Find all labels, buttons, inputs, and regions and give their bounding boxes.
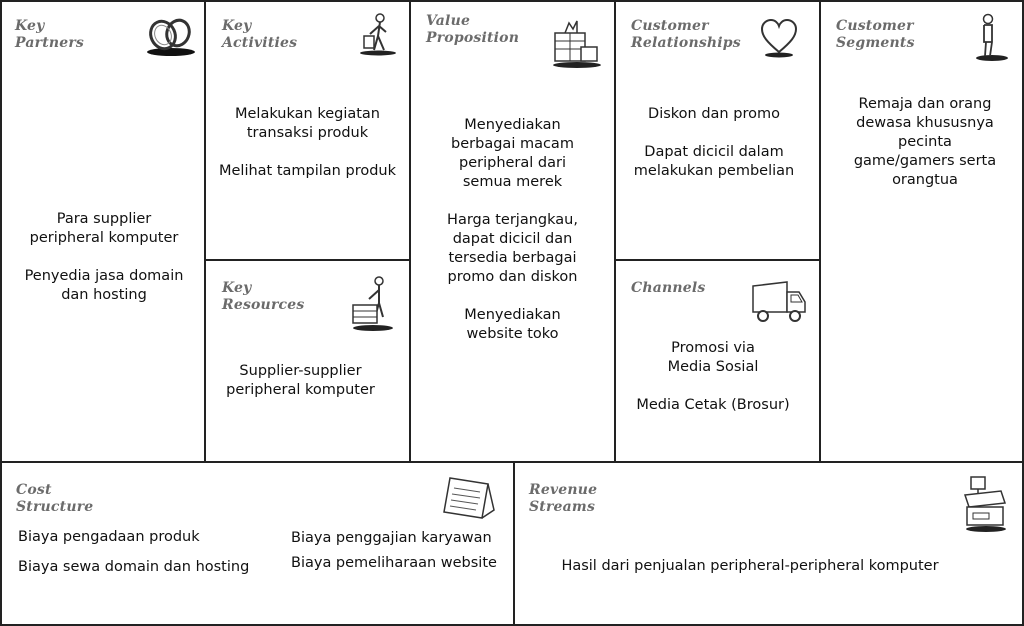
block-title-customer-relationships: Customer Relationships bbox=[631, 18, 741, 51]
block-body-customer-segments: Remaja dan orang dewasa khususnya pecint… bbox=[829, 95, 1021, 190]
block-body-revenue-streams: Hasil dari penjualan peripheral-peripher… bbox=[517, 557, 983, 576]
cost-structure-item: Biaya pemeliharaan website bbox=[291, 555, 497, 571]
block-key-resources: Key Resources Supplier-supplier peripher… bbox=[204, 259, 411, 463]
channels-item: Media Cetak (Brosur) bbox=[636, 397, 790, 413]
block-body-customer-relationships: Diskon dan promo Dapat dicicil dalam mel… bbox=[618, 105, 810, 181]
truck-icon bbox=[749, 278, 809, 326]
block-body-value-proposition: Menyediakan berbagai macam peripheral da… bbox=[413, 116, 612, 344]
receipt-icon bbox=[440, 474, 498, 522]
block-body-key-partners: Para supplier peripheral komputer Penyed… bbox=[4, 210, 204, 305]
block-customer-relationships: Customer Relationships Diskon dan promo … bbox=[614, 0, 821, 262]
customer-relationships-item: Dapat dicicil dalam melakukan pembelian bbox=[633, 144, 795, 179]
block-title-customer-segments: Customer Segments bbox=[836, 18, 915, 51]
block-body-key-activities: Melakukan kegiatan transaksi produk Meli… bbox=[208, 105, 407, 181]
block-key-partners: Key Partners Para supplier peripheral ko… bbox=[0, 0, 206, 463]
block-value-proposition: Value Proposition Menyediakan berbagai m… bbox=[409, 0, 616, 463]
value-proposition-item: Menyediakan berbagai macam peripheral da… bbox=[451, 117, 574, 190]
worker-icon bbox=[356, 12, 402, 56]
key-partners-item: Penyedia jasa domain dan hosting bbox=[24, 268, 184, 303]
cash-register-icon bbox=[961, 473, 1011, 533]
block-channels: Channels Promosi via Media Sosial Media … bbox=[614, 259, 821, 463]
block-title-channels: Channels bbox=[631, 280, 706, 296]
value-proposition-item: Menyediakan website toko bbox=[464, 307, 561, 342]
customer-segments-item: Remaja dan orang dewasa khususnya pecint… bbox=[853, 96, 997, 188]
block-cost-structure: Cost Structure Biaya pengadaan produk Bi… bbox=[0, 461, 515, 626]
revenue-streams-item: Hasil dari penjualan peripheral-peripher… bbox=[561, 558, 939, 574]
block-title-key-resources: Key Resources bbox=[222, 280, 305, 313]
block-body-key-resources: Supplier-supplier peripheral komputer bbox=[208, 362, 393, 400]
cost-structure-item: Biaya sewa domain dan hosting bbox=[18, 559, 250, 575]
heart-icon bbox=[759, 18, 801, 58]
person-icon bbox=[974, 12, 1014, 62]
customer-relationships-item: Diskon dan promo bbox=[648, 106, 780, 122]
forklift-worker-icon bbox=[349, 275, 399, 333]
key-activities-item: Melakukan kegiatan transaksi produk bbox=[235, 106, 380, 141]
block-title-revenue-streams: Revenue Streams bbox=[529, 482, 598, 515]
block-title-cost-structure: Cost Structure bbox=[16, 482, 94, 515]
block-title-key-partners: Key Partners bbox=[15, 18, 85, 51]
cost-structure-item: Biaya penggajian karyawan bbox=[291, 530, 492, 546]
key-partners-item: Para supplier peripheral komputer bbox=[29, 211, 179, 246]
block-title-key-activities: Key Activities bbox=[222, 18, 298, 51]
block-key-activities: Key Activities Melakukan kegiatan transa… bbox=[204, 0, 411, 262]
block-title-value-proposition: Value Proposition bbox=[426, 13, 520, 46]
block-body-channels: Promosi via Media Sosial Media Cetak (Br… bbox=[618, 339, 808, 415]
cost-structure-item: Biaya pengadaan produk bbox=[18, 529, 200, 545]
chain-links-icon bbox=[144, 15, 198, 57]
key-resources-item: Supplier-supplier peripheral komputer bbox=[226, 363, 375, 398]
channels-item: Promosi via Media Sosial bbox=[667, 340, 759, 375]
gift-boxes-icon bbox=[551, 17, 603, 69]
key-activities-item: Melihat tampilan produk bbox=[218, 163, 396, 179]
block-revenue-streams: Revenue Streams Hasil dari penjualan per… bbox=[513, 461, 1024, 626]
value-proposition-item: Harga terjangkau, dapat dicicil dan ters… bbox=[447, 212, 578, 285]
block-customer-segments: Customer Segments Remaja dan orang dewas… bbox=[819, 0, 1024, 463]
